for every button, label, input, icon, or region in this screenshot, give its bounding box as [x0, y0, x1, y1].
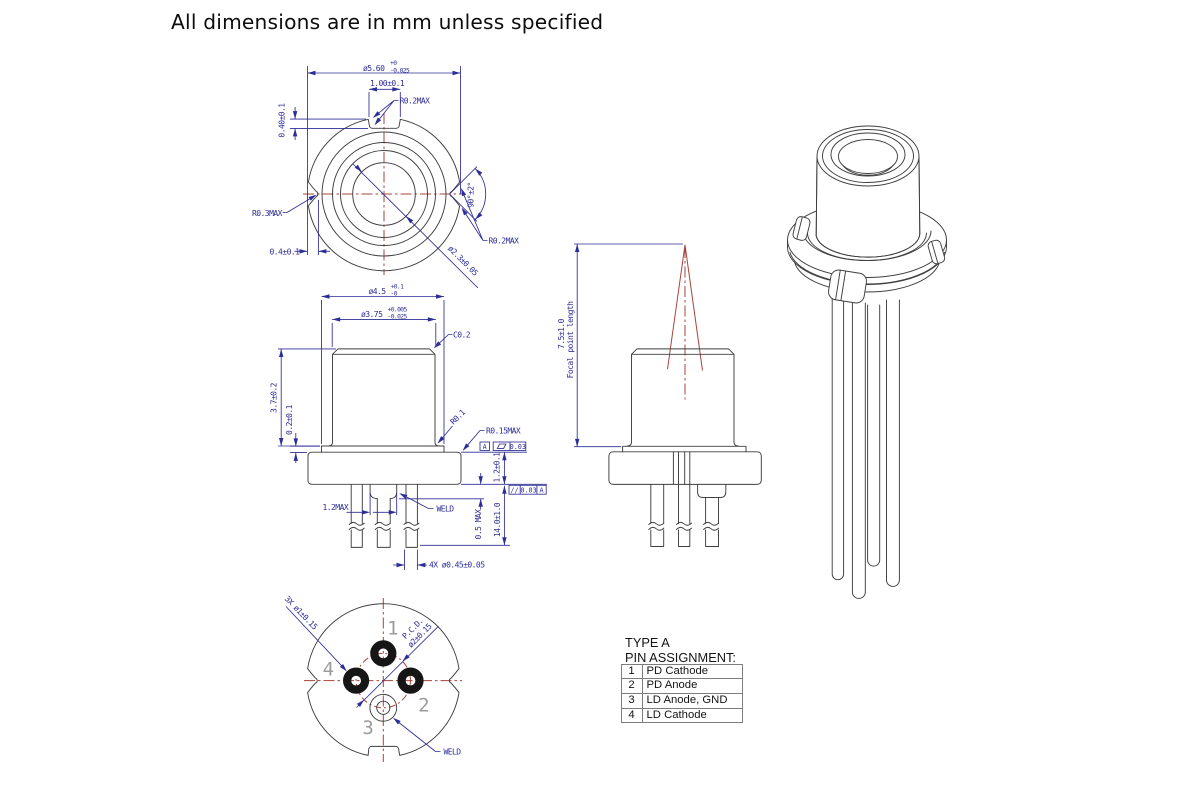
dim-base-dia-tol-plus: +0.1 [391, 284, 405, 291]
pin-assignment-heading: PIN ASSIGNMENT: [625, 649, 736, 665]
dim-fillet-radius: R0.1 [449, 408, 468, 427]
pin-function-cell: LD Cathode [641, 707, 743, 724]
bottom-view-pin3 [369, 693, 398, 722]
pin3-label: 3 [362, 717, 373, 739]
dim-notch-width: 1.00±0.1 [370, 79, 405, 88]
dim-cap-dia-tol-minus: -0.025 [390, 67, 410, 74]
parallelism-value: 0.03 [520, 487, 536, 495]
pin-number-cell: 4 [620, 707, 643, 724]
pin4-label: 4 [323, 659, 334, 681]
table-row: 1 PD Cathode [620, 663, 743, 680]
dim-cap-dia-tol-plus: +0 [390, 60, 397, 67]
dim-notch-depth: 0.40±0.1 [278, 103, 287, 138]
table-row: 2 PD Anode [620, 678, 743, 694]
top-view-cap-circle [321, 131, 447, 257]
flatness-value: 0.03 [510, 443, 526, 451]
dim-side-notch-angle: 90°±2° [467, 182, 476, 208]
pin-assignment-table: 1 PD Cathode 2 PD Anode 3 LD Anode, GND … [620, 663, 743, 724]
bottom-view: 1 4 2 3 3X ø1±0.15 P.C.D. ø2±0.15 WELD [283, 594, 462, 762]
dim-pin-length: 14.0±1.0 [493, 502, 502, 537]
top-view-bore-circle [340, 150, 428, 238]
dim-focal-length: 7.5±1.0 [557, 318, 566, 349]
datum-a-label: A [483, 443, 487, 451]
pin-number-cell: 3 [620, 692, 643, 709]
dim-flange-thickness: 1.2±0.1 [493, 452, 502, 483]
focal-view-seat [622, 445, 747, 453]
pin-number-cell: 1 [620, 663, 643, 680]
dim-seat-height: 0.2±0.1 [285, 404, 294, 435]
dim-cap-height: 3.7±0.2 [270, 382, 279, 413]
pin2-label: 2 [418, 695, 429, 717]
type-label: TYPE A [625, 634, 670, 650]
side-view-seat [321, 445, 445, 453]
top-view-outer-profile [307, 118, 461, 272]
dim-side-notch-corner-radius: R0.2MAX [489, 237, 520, 246]
dim-flange-radius: R0.15MAX [486, 427, 521, 436]
sheet-note: All dimensions are in mm unless specifie… [171, 10, 604, 34]
pin-function-cell: PD Anode [641, 678, 743, 694]
dim-side-notch-radius: R0.3MAX [252, 209, 283, 218]
pin1-label: 1 [387, 618, 398, 640]
dim-side-notch-depth: 0.4±0.1 [270, 248, 301, 257]
bottom-view-pin4 [343, 667, 370, 694]
dim-cap-dia-side-tol-minus: -0.025 [388, 314, 408, 321]
dim-pin-dia: 4X ø0.45±0.05 [429, 561, 485, 570]
bottom-view-pin2 [397, 667, 424, 694]
pin-number-cell: 2 [620, 678, 643, 694]
pin-function-cell: LD Anode, GND [641, 692, 743, 709]
iso-view-pins [831, 296, 900, 599]
side-view-pins [348, 483, 420, 548]
pin-function-cell: PD Cathode [641, 663, 743, 680]
side-view: ø4.5 +0.1 -0 ø3.75 +0.005 -0.025 C0.2 3.… [270, 284, 547, 570]
top-view-window-circle [352, 162, 416, 226]
iso-view [787, 125, 947, 599]
bottom-view-weld-label: WELD [444, 748, 462, 757]
iso-view-cap [815, 125, 921, 258]
focal-view-flange [608, 451, 762, 485]
flatness-symbol [496, 443, 507, 449]
table-row: 3 LD Anode, GND [620, 692, 743, 709]
top-view-rim-circle [332, 142, 436, 246]
dim-cap-dia-side-tol-plus: +0.005 [388, 306, 408, 313]
dim-notch-corner-radius: R0.2MAX [400, 97, 431, 106]
dim-cap-dia-side: ø3.75 [361, 310, 383, 319]
dim-base-dia: ø4.5 [369, 287, 387, 296]
dim-chamfer: C0.2 [453, 331, 471, 340]
side-view-cap [327, 348, 440, 447]
dim-base-dia-tol-minus: -0 [391, 291, 398, 298]
side-view-weld-label: WELD [437, 505, 455, 514]
side-view-flange [307, 451, 462, 485]
focal-view-pins [648, 483, 727, 547]
parallelism-datum: A [540, 487, 544, 495]
dim-weld-height: 0.5 MAX [474, 509, 483, 540]
bottom-view-pcd-circle [355, 652, 411, 709]
focal-view-feedthroughs [672, 451, 691, 485]
focal-view: 7.5±1.0 Focal point length [557, 243, 762, 547]
iso-view-tabs [792, 216, 946, 304]
dim-weld-width: 1.2MAX [323, 503, 349, 512]
table-row: 4 LD Cathode [620, 707, 743, 724]
top-view: ø5.60 +0 -0.025 1.00±0.1 R0.2MAX 0.40±0.… [252, 60, 520, 289]
dim-cap-dia: ø5.60 [363, 64, 385, 73]
bottom-view-outer-profile [307, 603, 460, 756]
focal-length-label: Focal point length [566, 301, 575, 379]
side-view-weld [369, 483, 398, 499]
bottom-view-pin1 [370, 640, 397, 667]
dim-bottom-pin-dia: 3X ø1±0.15 [283, 594, 320, 631]
parallelism-symbol: // [510, 487, 518, 495]
focal-view-cap [626, 348, 739, 447]
